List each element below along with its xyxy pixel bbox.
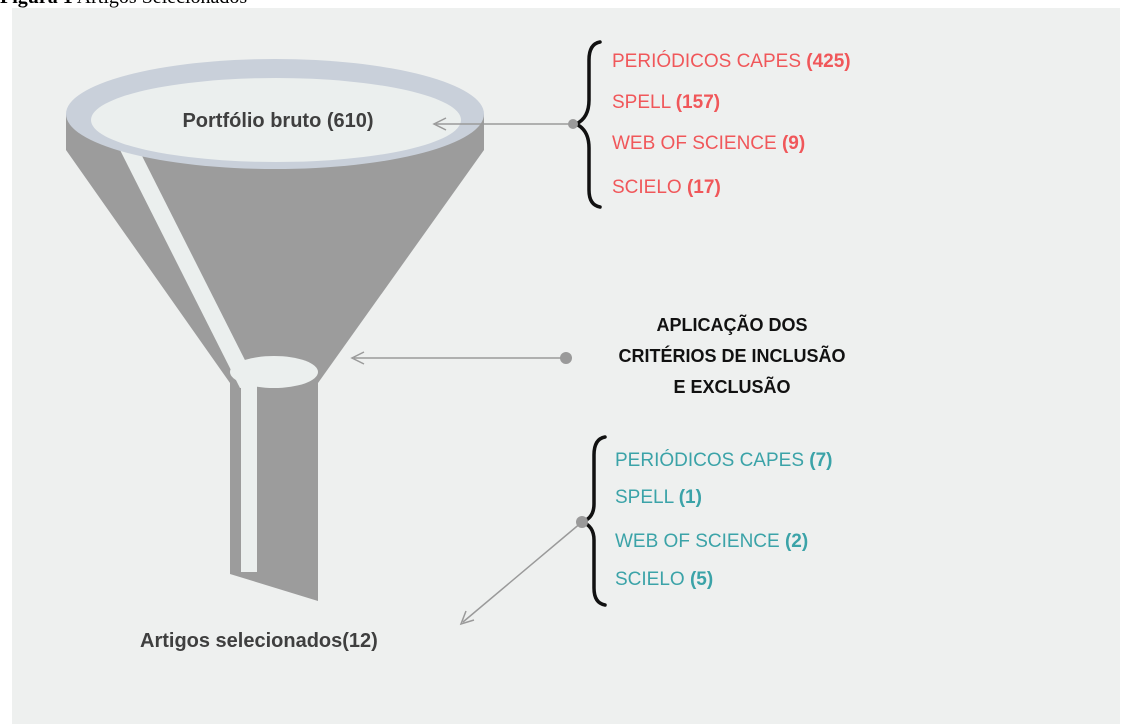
figure-caption: Figura 1 Artigos Selecionados <box>0 0 247 9</box>
bottom-connector-dot <box>576 516 588 528</box>
bottom-label: Artigos selecionados(12) <box>140 630 378 652</box>
bottom-source-item: PERIÓDICOS CAPES (7) <box>615 449 833 471</box>
process-line-2: CRITÉRIOS DE INCLUSÃO <box>618 345 845 366</box>
funnel-opening <box>91 78 461 162</box>
figure-caption-text: Artigos Selecionados <box>77 0 248 8</box>
funnel-cone <box>66 114 484 383</box>
spout-opening <box>230 356 318 388</box>
top-brace <box>571 40 602 209</box>
process-connector-arrowhead <box>350 351 365 365</box>
top-source-item: SPELL (157) <box>612 92 720 113</box>
top-connector-dot <box>568 119 578 129</box>
top-label: Portfólio bruto (610) <box>182 110 373 132</box>
figure-caption-label: Figura 1 <box>0 0 73 8</box>
process-line-1: APLICAÇÃO DOS <box>656 314 807 335</box>
top-connector-arrowhead <box>432 117 447 131</box>
top-source-item: PERIÓDICOS CAPES (425) <box>612 50 851 72</box>
bottom-source-item: SPELL (1) <box>615 487 702 508</box>
bottom-source-item: SCIELO (5) <box>615 569 713 590</box>
funnel-streak <box>118 144 258 388</box>
top-source-item: WEB OF SCIENCE (9) <box>612 133 805 154</box>
top-source-item: SCIELO (17) <box>612 177 721 198</box>
spout-streak <box>241 384 257 572</box>
process-connector-dot <box>560 352 572 364</box>
bottom-connector-arrowhead <box>459 610 475 626</box>
process-line-3: E EXCLUSÃO <box>673 376 790 397</box>
bottom-connector-line <box>462 521 583 623</box>
bottom-source-item: WEB OF SCIENCE (2) <box>615 531 808 552</box>
